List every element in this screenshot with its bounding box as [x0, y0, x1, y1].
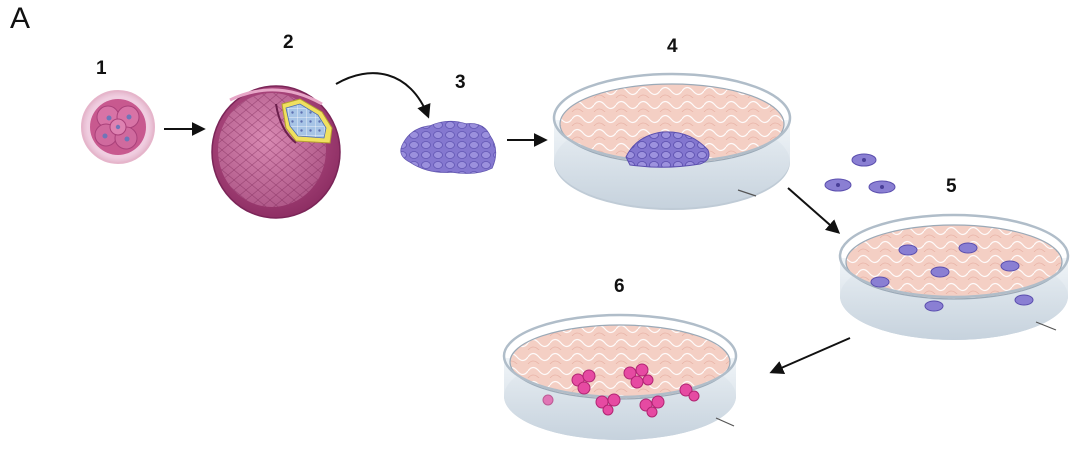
dissociated-cells-icon	[825, 154, 895, 193]
cell-mass-icon	[401, 121, 496, 173]
culture-dish-icon	[504, 315, 736, 440]
curved-arrow-icon	[336, 73, 428, 116]
arrow-icon	[772, 338, 850, 372]
embryo-icon	[82, 91, 154, 163]
blastocyst-icon	[212, 86, 340, 218]
culture-dish-icon	[840, 215, 1068, 340]
arrow-icon	[788, 188, 838, 232]
culture-dish-icon	[554, 74, 790, 210]
